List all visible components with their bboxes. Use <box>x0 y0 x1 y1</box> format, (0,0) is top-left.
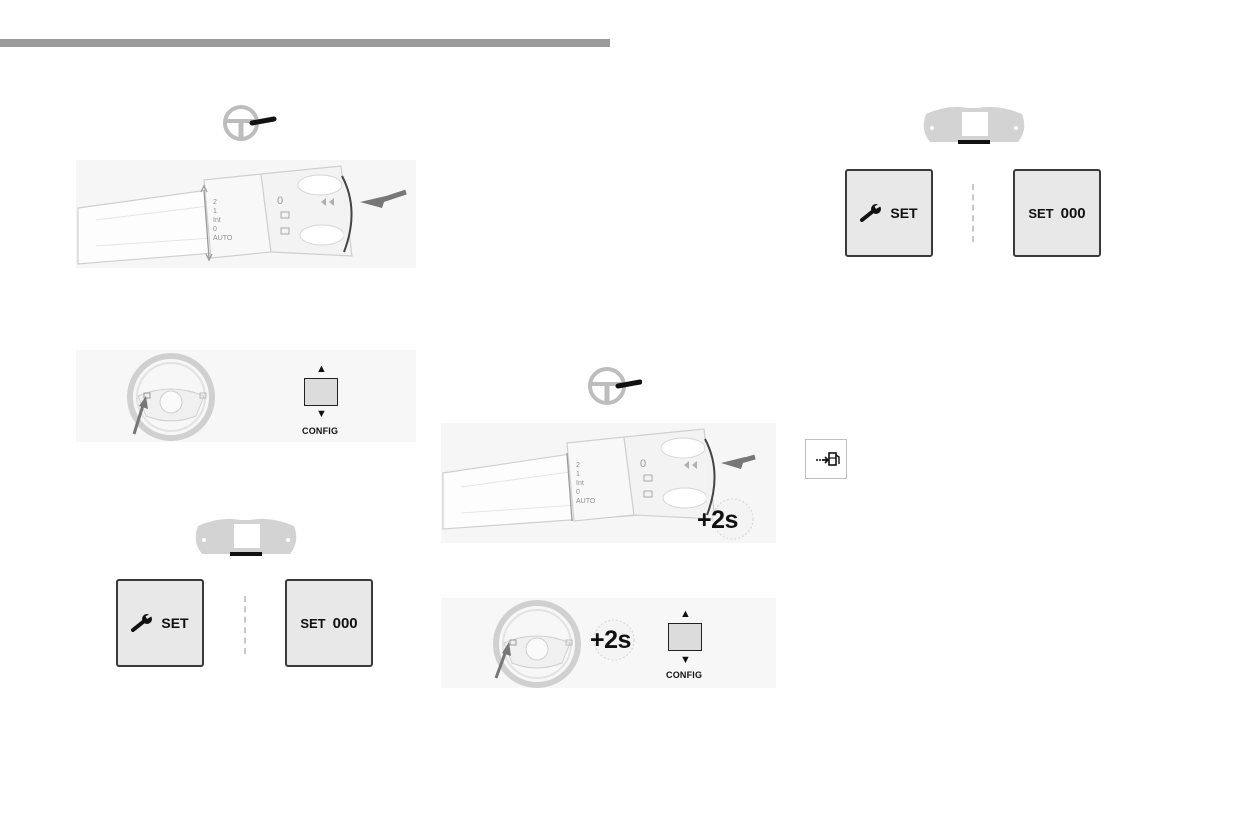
ring-zero: 0 <box>640 458 646 470</box>
stalk-mark-2: 2 <box>213 199 217 206</box>
ring-zero: 0 <box>277 195 283 207</box>
arrow-down-icon: ▼ <box>680 654 691 666</box>
stalk-mark-2: 2 <box>576 462 580 469</box>
steering-wheel-controls-illustration <box>76 350 416 442</box>
set-value-label: SET <box>300 615 326 631</box>
instrument-cluster-icon <box>195 518 297 556</box>
instrument-cluster-icon <box>923 106 1025 144</box>
hold-duration-badge: +2s <box>697 506 738 534</box>
arrow-up-icon: ▲ <box>680 608 691 620</box>
set-label: SET <box>890 205 918 221</box>
steering-wheel-controls-illustration <box>441 598 776 688</box>
wiper-stalk-illustration: 2 1 Int 0 AUTO 0 <box>76 160 416 268</box>
hold-duration-badge: +2s <box>590 626 631 654</box>
wrench-icon <box>860 204 884 222</box>
stalk-mark-0: 0 <box>213 226 217 233</box>
display-value-panel: SET 000 <box>1013 169 1101 257</box>
display-set-panel: SET <box>116 579 204 667</box>
set-value: 000 <box>1060 204 1086 222</box>
wrench-icon <box>131 614 155 632</box>
steering-wheel-icon <box>588 367 642 405</box>
set-value-label: SET <box>1028 205 1054 221</box>
config-label: CONFIG <box>666 670 703 680</box>
section-header-bar <box>0 39 610 47</box>
arrow-down-icon: ▼ <box>316 408 327 420</box>
stalk-mark-auto: AUTO <box>576 498 596 505</box>
panel-divider <box>244 596 246 654</box>
panel-divider <box>972 184 974 242</box>
config-button <box>668 623 702 651</box>
config-button <box>304 378 338 406</box>
stalk-mark-1: 1 <box>576 471 580 478</box>
wiper-stalk-illustration: 2 1 Int 0 AUTO 0 <box>441 423 776 543</box>
stalk-mark-0: 0 <box>576 489 580 496</box>
display-value-panel: SET 000 <box>285 579 373 667</box>
display-set-panel: SET <box>845 169 933 257</box>
stalk-mark-1: 1 <box>213 208 217 215</box>
timer-icon <box>712 498 754 540</box>
fuel-door-icon <box>805 439 847 479</box>
stalk-mark-int: Int <box>576 480 584 487</box>
set-value: 000 <box>332 614 358 632</box>
set-label: SET <box>161 615 189 631</box>
config-label: CONFIG <box>302 426 339 436</box>
timer-icon <box>593 619 635 661</box>
arrow-up-icon: ▲ <box>316 363 327 375</box>
stalk-mark-int: Int <box>213 217 221 224</box>
stalk-mark-auto: AUTO <box>213 235 233 242</box>
steering-wheel-icon <box>223 105 277 141</box>
